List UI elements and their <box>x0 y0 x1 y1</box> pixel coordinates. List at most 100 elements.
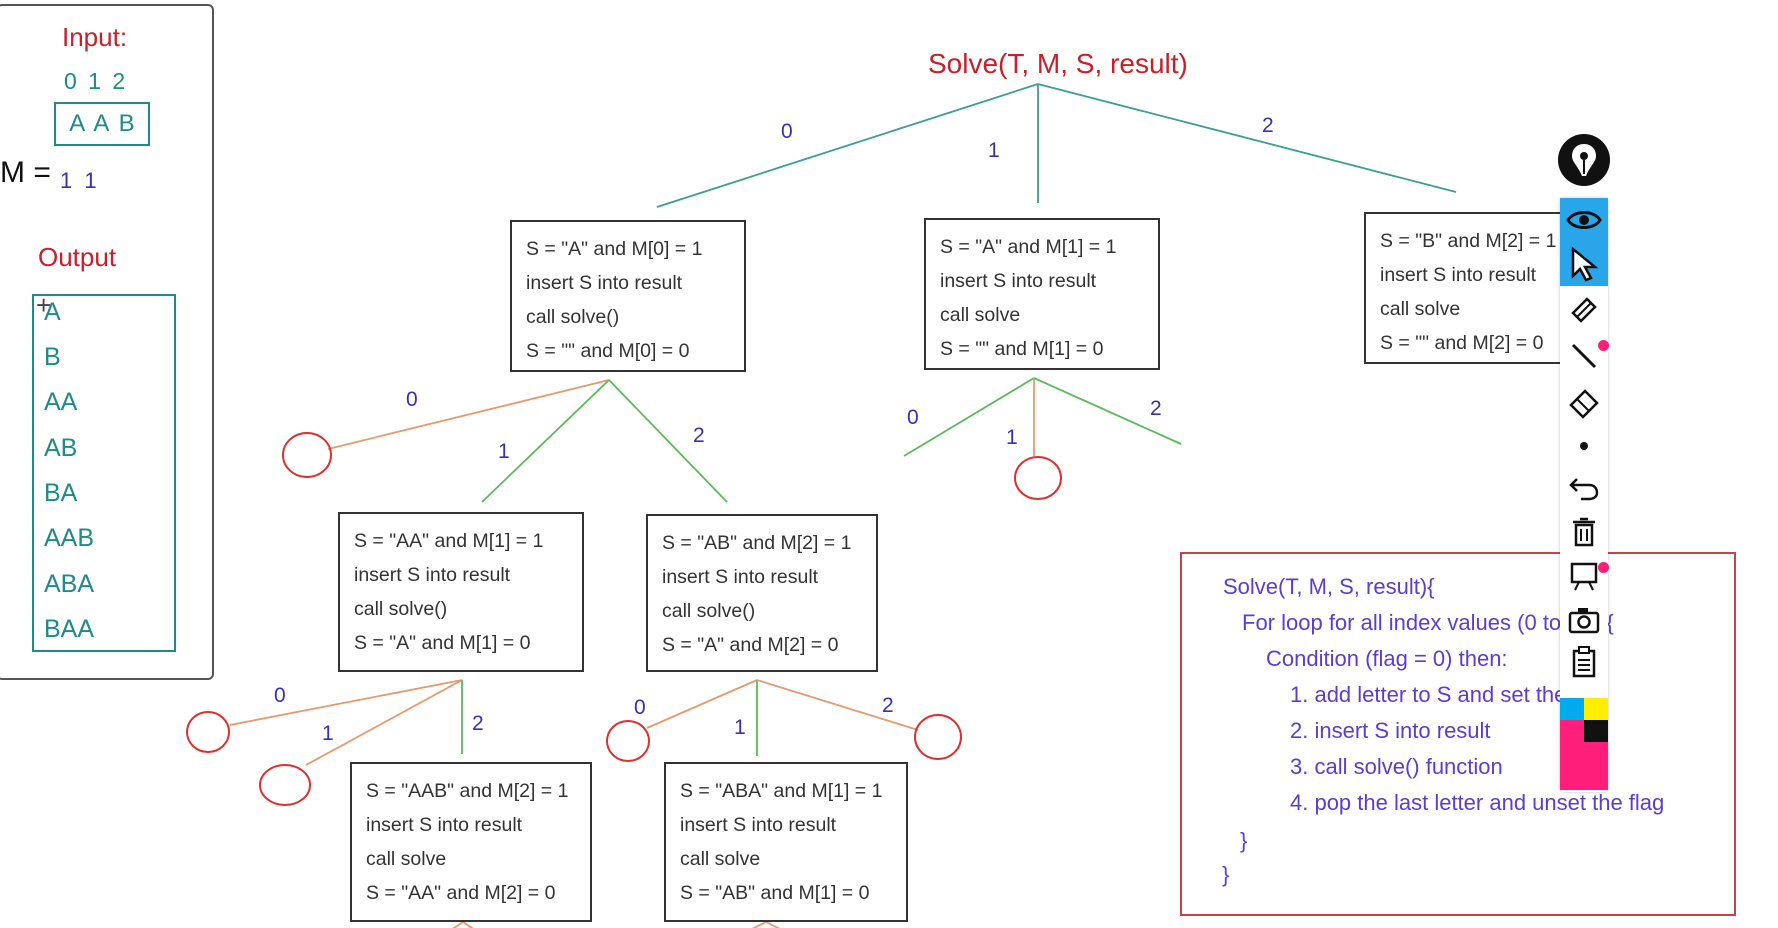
edge-label: 2 <box>472 712 484 735</box>
prune-circle-a0 <box>282 432 332 478</box>
root-title: Solve(T, M, S, result) <box>928 48 1188 79</box>
node-line: call solve <box>366 848 447 870</box>
active-color[interactable] <box>1560 742 1608 790</box>
edge-label: 2 <box>1262 114 1274 137</box>
whiteboard-icon[interactable] <box>1560 554 1608 598</box>
pink-dot-indicator <box>1598 340 1609 351</box>
edge-c0 <box>229 679 463 726</box>
edge-label: 1 <box>322 722 334 745</box>
node-line: insert S into result <box>1380 264 1537 286</box>
node-line: call solve() <box>354 598 448 620</box>
node-line: S = "ABA" and M[1] = 1 <box>680 780 883 802</box>
node-line: S = "" and M[1] = 0 <box>940 338 1104 360</box>
code-line: 3. call solve() function <box>1290 754 1503 779</box>
node-line: insert S into result <box>354 564 511 586</box>
edge-label: 0 <box>781 120 793 143</box>
edge-label: 2 <box>693 424 705 447</box>
node-line: call solve <box>940 304 1021 326</box>
color-swatch-magenta[interactable] <box>1560 720 1584 742</box>
edge-d0 <box>646 679 758 729</box>
code-line: 4. pop the last letter and unset the fla… <box>1290 790 1665 815</box>
output-title: Output <box>38 242 117 272</box>
cursor-icon[interactable] <box>1560 242 1608 286</box>
pseudocode-box <box>1180 552 1736 916</box>
input-title: Input: <box>62 22 128 52</box>
color-swatch-cyan[interactable] <box>1560 698 1584 720</box>
output-item: ABA <box>44 570 95 598</box>
line-icon[interactable] <box>1560 334 1608 378</box>
node-line: insert S into result <box>366 814 523 836</box>
edge-root-2 <box>1037 83 1457 193</box>
output-item: AB <box>44 434 78 462</box>
clipboard-icon[interactable] <box>1560 640 1608 684</box>
output-item: B <box>44 343 61 371</box>
code-line: 2. insert S into result <box>1290 718 1491 743</box>
input-panel <box>0 4 214 680</box>
edge-label: 0 <box>274 684 286 707</box>
eraser-icon[interactable] <box>1560 380 1608 424</box>
tree-node-s-ab: S = "AB" and M[2] = 1 insert S into resu… <box>646 514 878 672</box>
color-swatch-yellow[interactable] <box>1584 698 1608 720</box>
edge-c1 <box>305 679 463 766</box>
code-line: 1. add letter to S and set the flag <box>1290 682 1608 707</box>
edge-label: 0 <box>907 406 919 429</box>
annotation-toolbar <box>1560 198 1609 792</box>
dot-size-icon[interactable] <box>1560 424 1608 468</box>
edge-label: 1 <box>1006 426 1018 449</box>
edge-d2 <box>756 679 919 731</box>
edge-label: 2 <box>882 694 894 717</box>
node-line: S = "AAB" and M[2] = 1 <box>366 780 569 802</box>
undo-icon[interactable] <box>1560 466 1608 510</box>
color-swatch-black[interactable] <box>1584 720 1608 742</box>
input-letters: A A B <box>54 102 150 146</box>
edge-a0 <box>327 379 610 450</box>
pink-dot-indicator <box>1598 562 1609 573</box>
edge-label: 1 <box>734 716 746 739</box>
edge-a1 <box>481 379 610 503</box>
pen-icon[interactable] <box>1558 134 1610 186</box>
edge-label: 0 <box>406 388 418 411</box>
node-line: S = "A" and M[1] = 1 <box>940 236 1117 258</box>
output-item: BAA <box>44 615 95 643</box>
camera-icon[interactable] <box>1560 598 1608 642</box>
node-line: insert S into result <box>680 814 837 836</box>
prune-circle-c1 <box>259 764 311 806</box>
tree-node-s-aab: S = "AAB" and M[2] = 1 insert S into res… <box>350 762 592 922</box>
tree-node-s-aa: S = "AA" and M[1] = 1 insert S into resu… <box>338 512 584 672</box>
code-line: For loop for all index values (0 to n-1)… <box>1242 610 1614 635</box>
node-line: insert S into result <box>940 270 1097 292</box>
edge-b0 <box>903 377 1035 457</box>
trash-icon[interactable] <box>1560 510 1608 554</box>
prune-circle-d2 <box>914 714 962 760</box>
m-values: 1 1 <box>60 168 97 193</box>
node-line: S = "A" and M[0] = 1 <box>526 238 703 260</box>
input-indices: 0 1 2 <box>64 68 127 94</box>
eye-icon[interactable] <box>1560 198 1608 242</box>
node-line: call solve <box>1380 298 1461 320</box>
output-item: AAB <box>44 524 95 552</box>
output-item: A <box>44 298 61 326</box>
tree-node-s-a-1: S = "A" and M[1] = 1 insert S into resul… <box>924 218 1160 370</box>
prune-circle-b1 <box>1014 456 1062 500</box>
node-line: insert S into result <box>662 566 819 588</box>
output-item: BA <box>44 479 78 507</box>
edge-root-0 <box>656 83 1039 208</box>
edge-label: 0 <box>634 696 646 719</box>
edge-label: 1 <box>988 139 1000 162</box>
node-line: S = "AB" and M[2] = 1 <box>662 532 852 554</box>
edge-label: 1 <box>498 440 510 463</box>
tree-node-s-a-0: S = "A" and M[0] = 1 insert S into resul… <box>510 220 746 372</box>
highlighter-icon[interactable] <box>1560 288 1608 332</box>
cursor-crosshair-icon: + <box>36 290 52 320</box>
node-line: S = "AA" and M[2] = 0 <box>366 882 556 904</box>
code-line: Condition (flag = 0) then: <box>1266 646 1508 671</box>
node-line: S = "A" and M[1] = 0 <box>354 632 531 654</box>
prune-circle-d0 <box>606 720 650 762</box>
node-line: S = "" and M[0] = 0 <box>526 340 690 362</box>
code-line: } <box>1240 828 1248 853</box>
edge-a2 <box>608 379 728 503</box>
output-item: AA <box>44 388 78 416</box>
node-line: S = "B" and M[2] = 1 <box>1380 230 1557 252</box>
code-line: } <box>1222 862 1230 887</box>
